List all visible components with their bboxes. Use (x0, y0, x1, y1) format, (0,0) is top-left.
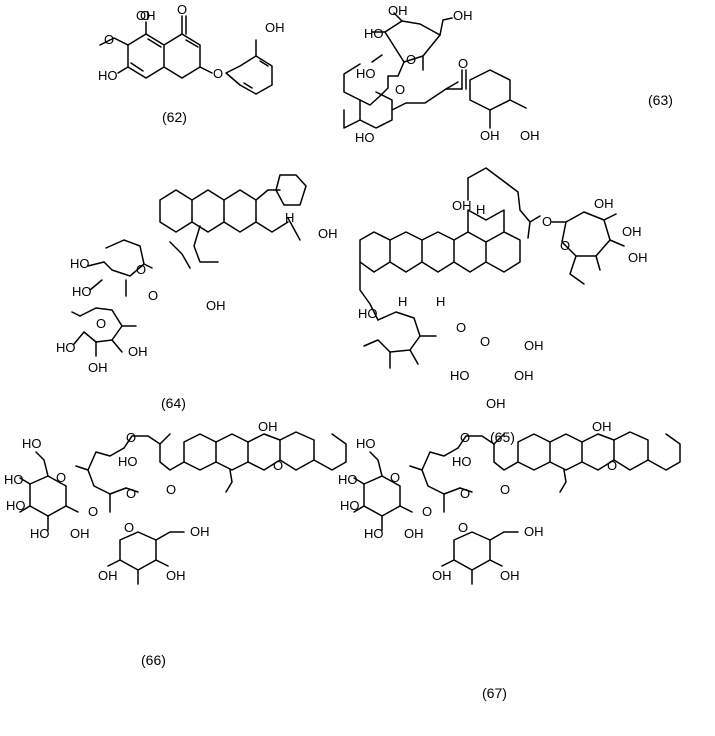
atom-label: OH (480, 128, 500, 143)
atom-label: HO (338, 472, 358, 487)
atom-label: H (476, 202, 485, 217)
compound-62-structure: OH O O O HO OH O (62) (98, 2, 285, 125)
atom-label: O (406, 52, 416, 67)
atom-label: O (126, 430, 136, 445)
atom-label: O (177, 2, 187, 17)
compound-65-structure: OH H O OH O OH OH HO H H O O OH HO OH OH… (358, 167, 648, 445)
compound-64-structure: HO O HO O O HO OH OH OH OH H (64) (56, 174, 338, 411)
atom-label: O (140, 8, 150, 23)
compound-66-structure: OH O HO O HO O HO O O HO O O OH HO OH OH… (4, 419, 347, 668)
atom-label: OH (592, 419, 612, 434)
atom-label: OH (166, 568, 186, 583)
atom-label: HO (355, 130, 375, 145)
atom-label: OH (388, 3, 408, 18)
atom-label: O (148, 288, 158, 303)
atom-label: OH (514, 368, 534, 383)
atom-label: H (398, 294, 407, 309)
atom-label: O (56, 470, 66, 485)
atom-label: O (560, 238, 570, 253)
atom-label: HO (4, 472, 24, 487)
compound-64-label: (64) (161, 395, 186, 411)
atom-label: O (166, 482, 176, 497)
atom-label: OH (452, 198, 472, 213)
atom-label: O (500, 482, 510, 497)
atom-label: HO (98, 68, 118, 83)
atom-label: HO (56, 340, 76, 355)
atom-label: HO (118, 454, 138, 469)
atom-label: O (136, 262, 146, 277)
compound-62-label: (62) (162, 109, 187, 125)
atom-label: O (96, 316, 106, 331)
atom-label: O (126, 486, 136, 501)
atom-label: HO (340, 498, 360, 513)
atom-label: O (458, 520, 468, 535)
atom-label: OH (258, 419, 278, 434)
atom-label: OH (70, 526, 90, 541)
atom-label: HO (70, 256, 90, 271)
atom-label: OH (265, 20, 285, 35)
compound-66-label: (66) (141, 652, 166, 668)
atom-label: OH (520, 128, 540, 143)
atom-label: H (285, 210, 294, 225)
atom-label: O (390, 470, 400, 485)
atom-label: O (88, 504, 98, 519)
atom-label: OH (500, 568, 520, 583)
atom-label: O (422, 504, 432, 519)
atom-label: HO (356, 66, 376, 81)
atom-label: OH (190, 524, 210, 539)
atom-label: OH (128, 344, 148, 359)
atom-label: OH (453, 8, 473, 23)
atom-label: OH (524, 524, 544, 539)
atom-label: O (395, 82, 405, 97)
compound-63-structure: HO HO OH OH O O O HO OH OH (63) (343, 3, 673, 145)
compound-67-label: (67) (482, 685, 507, 701)
atom-label: HO (356, 436, 376, 451)
atom-label: HO (22, 436, 42, 451)
atom-label: OH (88, 360, 108, 375)
atom-label: O (480, 334, 490, 349)
atom-label: OH (622, 224, 642, 239)
atom-label: HO (364, 26, 384, 41)
atom-label: O (458, 56, 468, 71)
atom-label: O (456, 320, 466, 335)
atom-label: OH (318, 226, 338, 241)
atom-label: OH (486, 396, 506, 411)
atom-label: OH (594, 196, 614, 211)
atom-label: OH (628, 250, 648, 265)
atom-label: O (460, 486, 470, 501)
atom-label: HO (452, 454, 472, 469)
atom-label: HO (364, 526, 384, 541)
atom-label: O (124, 520, 134, 535)
compound-63-label: (63) (648, 92, 673, 108)
atom-label: O (607, 458, 617, 473)
atom-label: O (542, 214, 552, 229)
atom-label: O (104, 32, 114, 47)
atom-label: H (436, 294, 445, 309)
atom-label: HO (6, 498, 26, 513)
atom-label: HO (72, 284, 92, 299)
atom-label: HO (30, 526, 50, 541)
atom-label: OH (404, 526, 424, 541)
atom-label: HO (450, 368, 470, 383)
atom-label: OH (206, 298, 226, 313)
atom-label: OH (136, 8, 156, 23)
atom-label: HO (358, 306, 378, 321)
atom-label: OH (432, 568, 452, 583)
compound-67-structure: OH O HO O HO O HO O O HO O O OH HO OH OH… (338, 419, 681, 701)
atom-label: O (213, 66, 223, 81)
atom-label: O (273, 458, 283, 473)
compound-65-label: (65) (490, 429, 515, 445)
atom-label: OH (98, 568, 118, 583)
atom-label: OH (524, 338, 544, 353)
atom-label: O (460, 430, 470, 445)
